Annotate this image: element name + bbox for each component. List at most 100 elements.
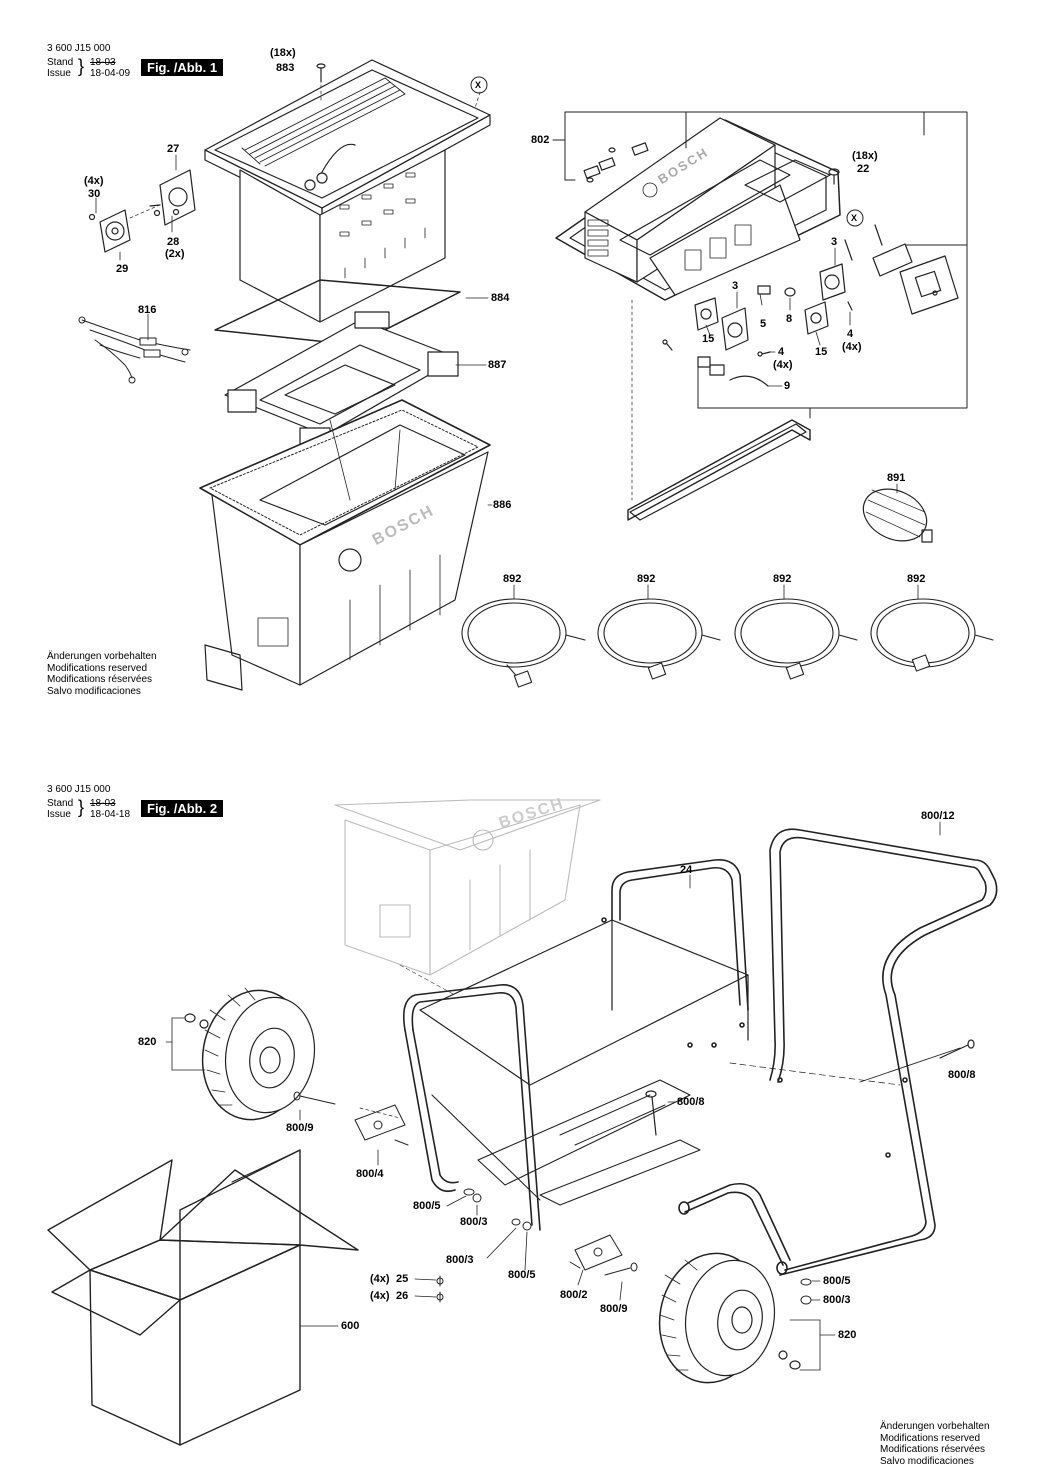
label-9: 9 bbox=[784, 380, 791, 392]
label-25: 25 bbox=[396, 1273, 409, 1285]
frame-24 bbox=[402, 858, 749, 1231]
label-887: 887 bbox=[488, 359, 507, 371]
label-800-9-b: 800/9 bbox=[600, 1303, 628, 1315]
label-4x-26: (4x) bbox=[370, 1290, 390, 1302]
label-2x: (2x) bbox=[165, 248, 185, 260]
stand-label-fig1: Stand bbox=[47, 57, 74, 68]
label-820-b: 820 bbox=[838, 1329, 857, 1341]
label-x2: X bbox=[851, 213, 858, 223]
label-800-9-a: 800/9 bbox=[286, 1122, 314, 1134]
label-22: 22 bbox=[857, 163, 870, 175]
label-27: 27 bbox=[167, 143, 180, 155]
note-line: Modifications reserved bbox=[880, 1432, 981, 1444]
issue-label-fig2: Issue bbox=[47, 809, 71, 820]
label-820-a: 820 bbox=[138, 1036, 157, 1048]
handle-800-12 bbox=[678, 828, 998, 1276]
note-line: Modifications reserved bbox=[47, 662, 148, 674]
fig1-leader-lines bbox=[95, 154, 919, 600]
label-30: 30 bbox=[88, 188, 101, 200]
note-line: Salvo modificaciones bbox=[47, 685, 141, 697]
label-884: 884 bbox=[491, 292, 510, 304]
label-15a: 15 bbox=[702, 333, 715, 345]
label-892-b: 892 bbox=[637, 573, 656, 585]
label-29: 29 bbox=[116, 263, 129, 275]
label-3a: 3 bbox=[831, 236, 838, 248]
label-4x-b: (4x) bbox=[842, 341, 862, 353]
fig2-leader-lines bbox=[165, 821, 941, 1371]
label-4a: 4 bbox=[778, 346, 785, 358]
label-816: 816 bbox=[138, 304, 157, 316]
note-fig1: Änderungen vorbehalten Modifications res… bbox=[47, 651, 157, 697]
screw-22 bbox=[828, 168, 840, 185]
power-cables bbox=[461, 598, 994, 688]
callout-frame-802 bbox=[552, 111, 968, 409]
label-800-8-b: 800/8 bbox=[677, 1096, 705, 1108]
label-4x-30: (4x) bbox=[84, 175, 104, 187]
note-fig2: Änderungen vorbehalten Modifications res… bbox=[880, 1421, 990, 1467]
label-x1: X bbox=[475, 80, 482, 90]
label-892-d: 892 bbox=[907, 573, 926, 585]
label-15b: 15 bbox=[815, 346, 828, 358]
label-800-5-b: 800/5 bbox=[508, 1269, 536, 1281]
note-line: Modifications réservées bbox=[47, 674, 153, 685]
label-4b: 4 bbox=[847, 328, 854, 340]
stand-label-fig2: Stand bbox=[47, 798, 74, 809]
label-800-8-a: 800/8 bbox=[948, 1069, 976, 1081]
note-line: Modifications réservées bbox=[880, 1444, 986, 1455]
clip-parts bbox=[583, 142, 649, 183]
bottle-891 bbox=[862, 488, 933, 543]
label-891: 891 bbox=[887, 472, 906, 484]
label-883: 883 bbox=[276, 62, 295, 74]
label-800-3-c: 800/3 bbox=[823, 1294, 851, 1306]
issue-label-fig1: Issue bbox=[47, 68, 71, 79]
label-5: 5 bbox=[760, 318, 767, 330]
label-800-3-a: 800/3 bbox=[460, 1216, 488, 1228]
issue-date-fig1: 18-04-09 bbox=[90, 68, 131, 79]
label-4x-25: (4x) bbox=[370, 1273, 390, 1285]
gasket-panel bbox=[627, 419, 811, 521]
box-600 bbox=[47, 1149, 359, 1446]
wheel-left bbox=[184, 987, 316, 1121]
fan-assembly bbox=[88, 169, 196, 253]
label-18x-22: (18x) bbox=[852, 150, 878, 162]
label-4x-a: (4x) bbox=[773, 359, 793, 371]
label-800-5-c: 800/5 bbox=[823, 1275, 851, 1287]
cable-harness bbox=[78, 316, 191, 384]
label-18x-top: (18x) bbox=[270, 47, 296, 59]
socket-parts bbox=[662, 263, 853, 387]
label-8: 8 bbox=[786, 313, 793, 325]
label-892-c: 892 bbox=[773, 573, 792, 585]
figure-badge-1: Fig. /Abb. 1 bbox=[141, 59, 224, 76]
label-800-5-a: 800/5 bbox=[413, 1200, 441, 1212]
tub-886 bbox=[199, 399, 491, 686]
display-panels bbox=[844, 224, 959, 315]
label-800-4: 800/4 bbox=[356, 1168, 384, 1180]
part-number-fig1: 3 600 J15 000 bbox=[47, 43, 111, 54]
label-800-12: 800/12 bbox=[921, 810, 955, 822]
bolt-800-8 bbox=[645, 1039, 975, 1136]
label-sticker bbox=[204, 644, 243, 691]
label-800-2: 800/2 bbox=[560, 1289, 588, 1301]
insert-tray bbox=[224, 311, 459, 451]
part-number-fig2: 3 600 J15 000 bbox=[47, 784, 111, 795]
issue-date-fig2: 18-04-18 bbox=[90, 809, 131, 820]
brace-fig1: } bbox=[78, 56, 85, 76]
label-24: 24 bbox=[680, 864, 693, 876]
stand-old-fig2: 18-03 bbox=[90, 798, 116, 809]
gasket-884 bbox=[214, 279, 461, 346]
label-26: 26 bbox=[396, 1290, 409, 1302]
wheel-right bbox=[658, 1252, 801, 1384]
axle-parts-right bbox=[436, 1188, 812, 1305]
axle-parts bbox=[293, 1091, 409, 1146]
label-3b: 3 bbox=[732, 280, 739, 292]
stand-old-fig1: 18-03 bbox=[90, 57, 116, 68]
control-panel-802 bbox=[555, 117, 841, 301]
note-line: Salvo modificaciones bbox=[880, 1455, 974, 1467]
label-886: 886 bbox=[493, 499, 512, 511]
label-28: 28 bbox=[167, 236, 180, 248]
inverter-housing bbox=[204, 59, 491, 323]
label-802: 802 bbox=[531, 134, 550, 146]
label-800-3-b: 800/3 bbox=[446, 1254, 474, 1266]
